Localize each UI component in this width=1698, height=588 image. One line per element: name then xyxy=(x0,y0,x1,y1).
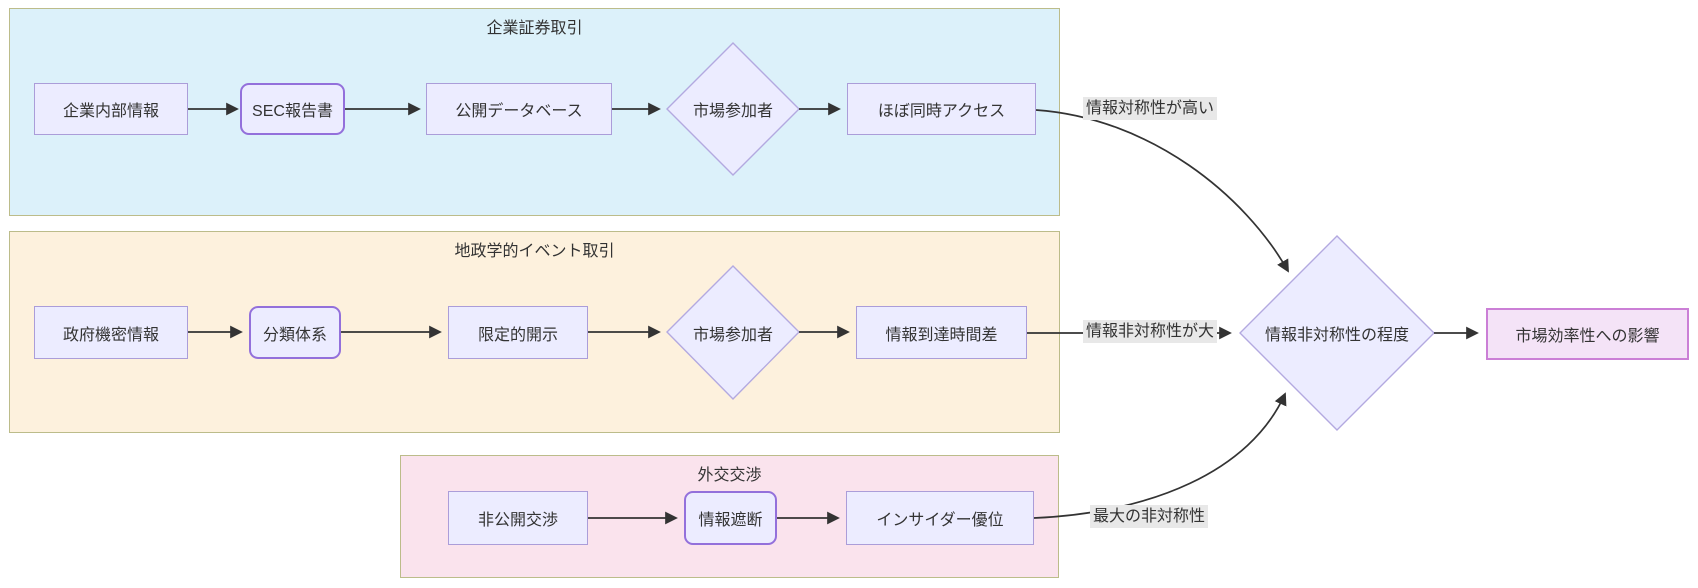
node-market-participants-2: 市場参加者 xyxy=(692,326,773,344)
group-title: 外交交渉 xyxy=(697,467,762,484)
edge-simulaccess-asymmetrydegree xyxy=(1035,109,1289,273)
node-public-database: 公開データベース xyxy=(426,83,612,135)
node-market-participants-1: 市場参加者 xyxy=(692,103,773,120)
diamond-shape-market-participants-2 xyxy=(666,265,800,400)
diamond-shape-asymmetry-degree xyxy=(1239,235,1435,431)
node-classification-system: 分類体系 xyxy=(249,306,341,359)
edge-insideradv-asymmetrydegree xyxy=(1033,392,1287,519)
node-limited-disclosure: 限定的開示 xyxy=(448,306,588,359)
diamond-shape-market-participants-1 xyxy=(666,42,800,176)
group-title: 企業証券取引 xyxy=(486,20,583,37)
node-government-secret-info: 政府機密情報 xyxy=(34,306,188,359)
node-private-negotiation: 非公開交渉 xyxy=(448,491,588,545)
node-simultaneous-access: ほぼ同時アクセス xyxy=(847,83,1036,135)
group-title: 地政学的イベント取引 xyxy=(454,243,615,260)
node-insider-advantage: インサイダー優位 xyxy=(846,491,1034,545)
node-info-arrival-lag: 情報到達時間差 xyxy=(856,306,1027,359)
node-market-efficiency-impact: 市場効率性への影響 xyxy=(1486,308,1689,360)
edge-label-max-asymmetry: 最大の非対称性 xyxy=(1090,505,1209,529)
edge-label-large-asymmetry: 情報非対称性が大 xyxy=(1083,320,1218,344)
node-corporate-internal-info: 企業内部情報 xyxy=(34,83,188,135)
edge-label-high-symmetry: 情報対称性が高い xyxy=(1083,97,1218,121)
node-info-blackout: 情報遮断 xyxy=(684,491,777,545)
node-sec-report: SEC報告書 xyxy=(240,83,345,135)
node-asymmetry-degree-decision: 情報非対称性の程度 xyxy=(1264,327,1409,344)
